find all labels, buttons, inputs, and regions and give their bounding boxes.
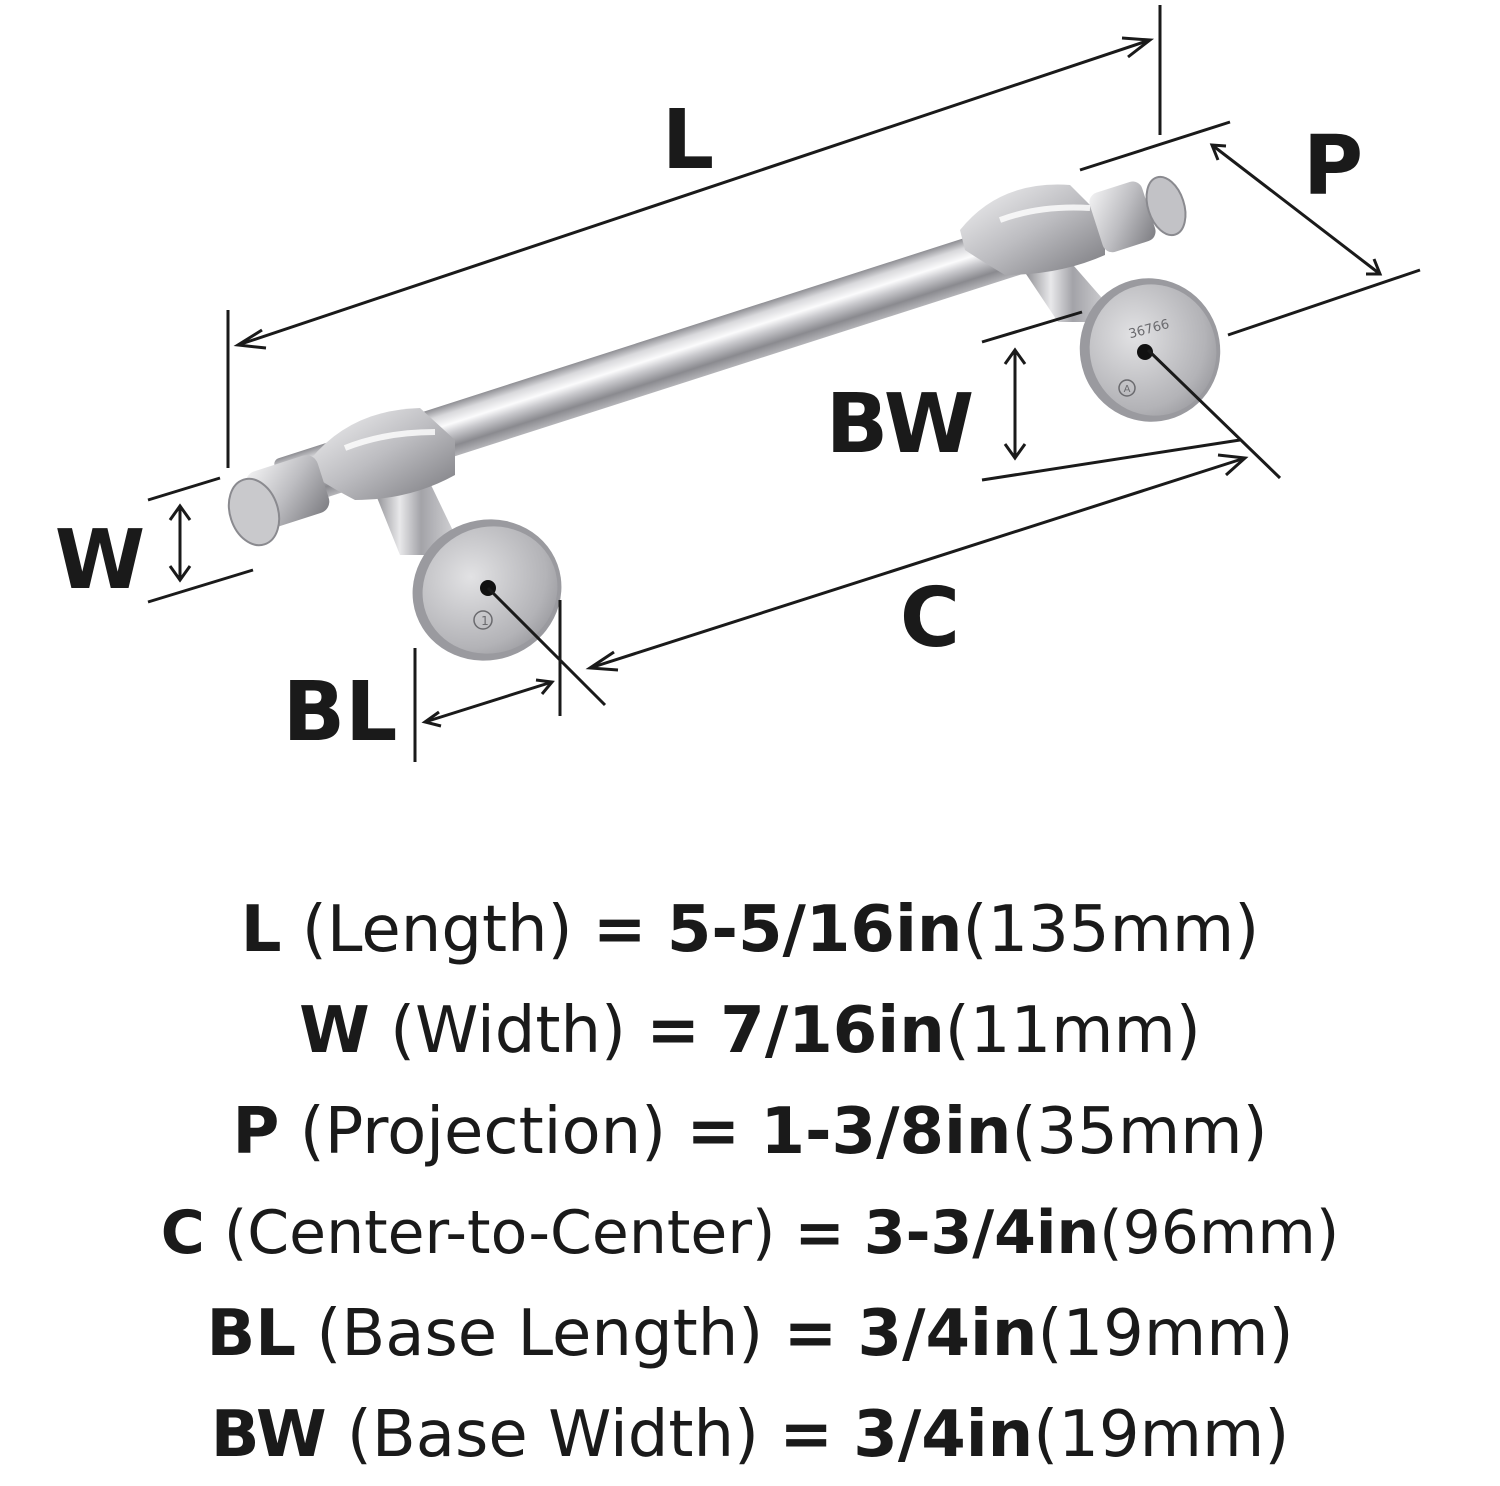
spec-code: L [240,893,282,967]
base-number-text: 1 [481,614,489,628]
spec-imperial: 7/16in [720,994,945,1068]
spec-metric: (35mm) [1011,1095,1268,1169]
spec-equals: = [646,994,700,1068]
dim-label-c: C [900,571,960,666]
spec-width: W (Width) = 7/16in(11mm) [0,981,1500,1082]
spec-code: W [299,994,370,1068]
spec-name: (Base Length) [316,1297,764,1371]
dim-label-w: W [55,513,145,608]
spec-metric: (19mm) [1037,1297,1294,1371]
spec-imperial: 1-3/8in [760,1095,1012,1169]
spec-name: (Length) [301,893,573,967]
spec-imperial: 3/4in [857,1297,1038,1371]
spec-imperial: 5-5/16in [666,893,963,967]
spec-metric: (19mm) [1033,1398,1290,1472]
right-collar [960,175,1187,275]
spec-equals: = [783,1297,838,1371]
spec-base-length: BL (Base Length) = 3/4in(19mm) [0,1284,1500,1385]
spec-imperial: 3/4in [853,1398,1034,1472]
spec-name: (Center-to-Center) [223,1198,776,1268]
spec-metric: (135mm) [962,893,1260,967]
dim-label-p: P [1303,119,1363,214]
spec-projection: P (Projection) = 1-3/8in(35mm) [0,1082,1500,1183]
spec-equals: = [592,893,647,967]
dim-label-bw: BW [826,377,974,472]
pull-dimension-diagram: 36766 A 1 [55,5,1421,762]
spec-code: BL [206,1297,297,1371]
dim-label-bl: BL [283,665,398,760]
spec-equals: = [779,1398,833,1472]
spec-code: C [160,1198,205,1268]
spec-name: (Projection) [299,1095,667,1169]
dimension-specs: L (Length) = 5-5/16in(135mm) W (Width) =… [0,880,1500,1486]
spec-metric: (96mm) [1099,1198,1340,1268]
spec-code: P [232,1095,280,1169]
cabinet-pull-illustration: 36766 A 1 [227,175,1221,661]
spec-equals: = [686,1095,741,1169]
spec-base-width: BW (Base Width) = 3/4in(19mm) [0,1385,1500,1486]
spec-equals: = [794,1198,845,1268]
pull-bar [274,201,1097,509]
spec-code: BW [210,1398,327,1472]
spec-metric: (11mm) [944,994,1201,1068]
dim-label-l: L [662,93,714,188]
spec-center-to-center: C (Center-to-Center) = 3-3/4in(96mm) [0,1183,1500,1284]
spec-imperial: 3-3/4in [863,1198,1100,1268]
base-symbol-text: A [1124,384,1131,395]
spec-name: (Base Width) [346,1398,759,1472]
left-collar [227,408,455,547]
dimension-lines [147,5,1421,762]
spec-name: (Width) [390,994,626,1068]
spec-length: L (Length) = 5-5/16in(135mm) [0,880,1500,981]
